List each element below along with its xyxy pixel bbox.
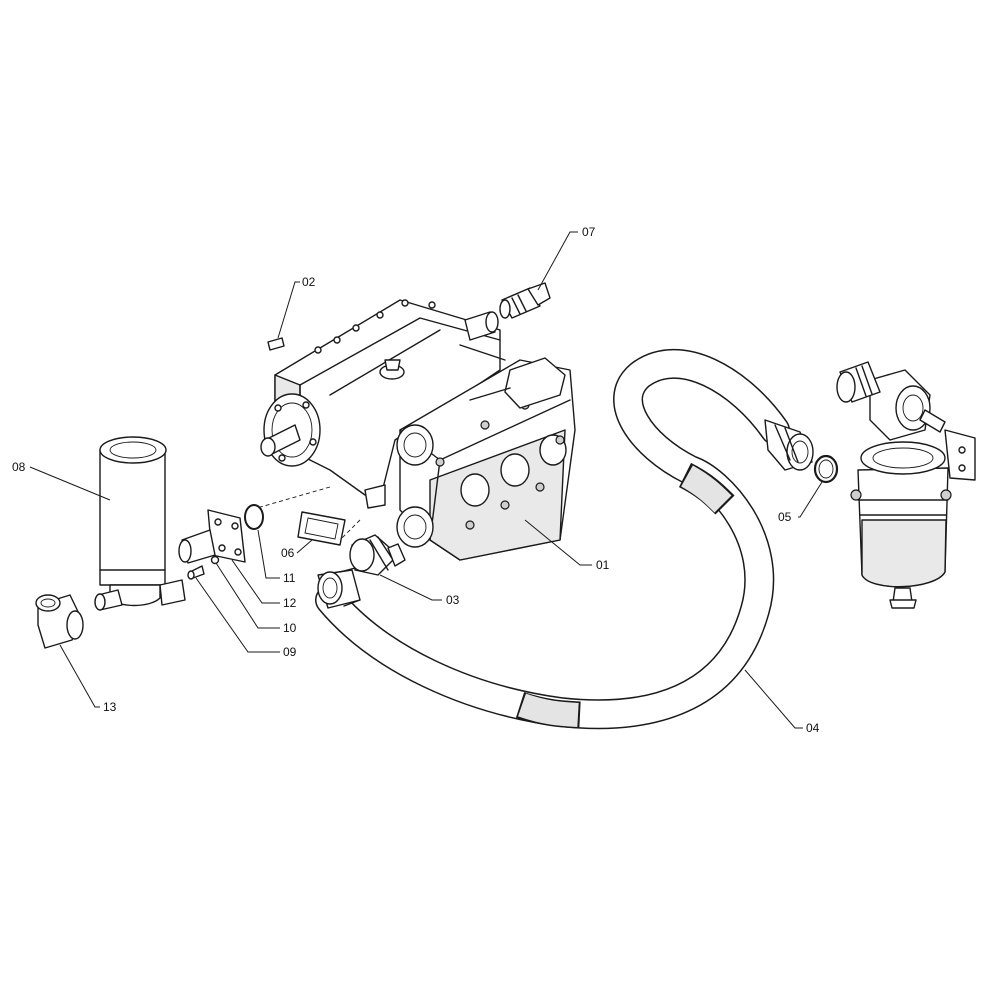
o-ring-part: [813, 454, 839, 484]
elbow-part: [35, 594, 84, 649]
leader-10: [215, 562, 280, 629]
leader-06: [296, 539, 313, 554]
leader-07: [537, 231, 578, 291]
leader-05: [798, 481, 823, 518]
washer-part: [210, 555, 220, 565]
callout-11: 11: [283, 571, 296, 585]
callout-03: 03: [446, 593, 460, 607]
filter-assembly-part: [836, 361, 976, 609]
screw-part: [187, 565, 205, 580]
leader-11: [257, 529, 280, 579]
assembly-line-1: [249, 486, 331, 511]
leader-12: [231, 559, 280, 604]
hose-part: [315, 349, 790, 730]
leader-09: [195, 577, 280, 653]
callout-08: 08: [12, 460, 26, 474]
leader-02: [277, 281, 300, 339]
callout-13: 13: [103, 700, 117, 714]
assembly-line-2: [339, 519, 361, 541]
gasket-plate-part: [297, 511, 346, 546]
fitting-part: [349, 534, 406, 576]
flange-part: [178, 509, 246, 564]
callout-10: 10: [283, 621, 297, 635]
flange-o-ring-part: [244, 504, 264, 530]
leader-04: [744, 669, 803, 729]
callout-02: 02: [302, 275, 316, 289]
callout-01: 01: [596, 558, 610, 572]
leader-03: [379, 574, 442, 601]
callout-04: 04: [806, 721, 820, 735]
hose-nut-part: [764, 419, 814, 471]
callout-09: 09: [283, 645, 297, 659]
key-part: [267, 337, 285, 351]
callout-12: 12: [283, 596, 297, 610]
suction-filter-part: [94, 436, 186, 611]
leader-08: [29, 466, 111, 501]
leader-01: [524, 519, 592, 566]
callout-05: 05: [778, 510, 792, 524]
callout-07: 07: [582, 225, 596, 239]
pump-part: [260, 299, 576, 561]
hose-clamp-part: [317, 567, 361, 609]
nipple-part: [499, 282, 551, 319]
callout-06: 06: [281, 546, 295, 560]
leader-13: [59, 644, 100, 708]
